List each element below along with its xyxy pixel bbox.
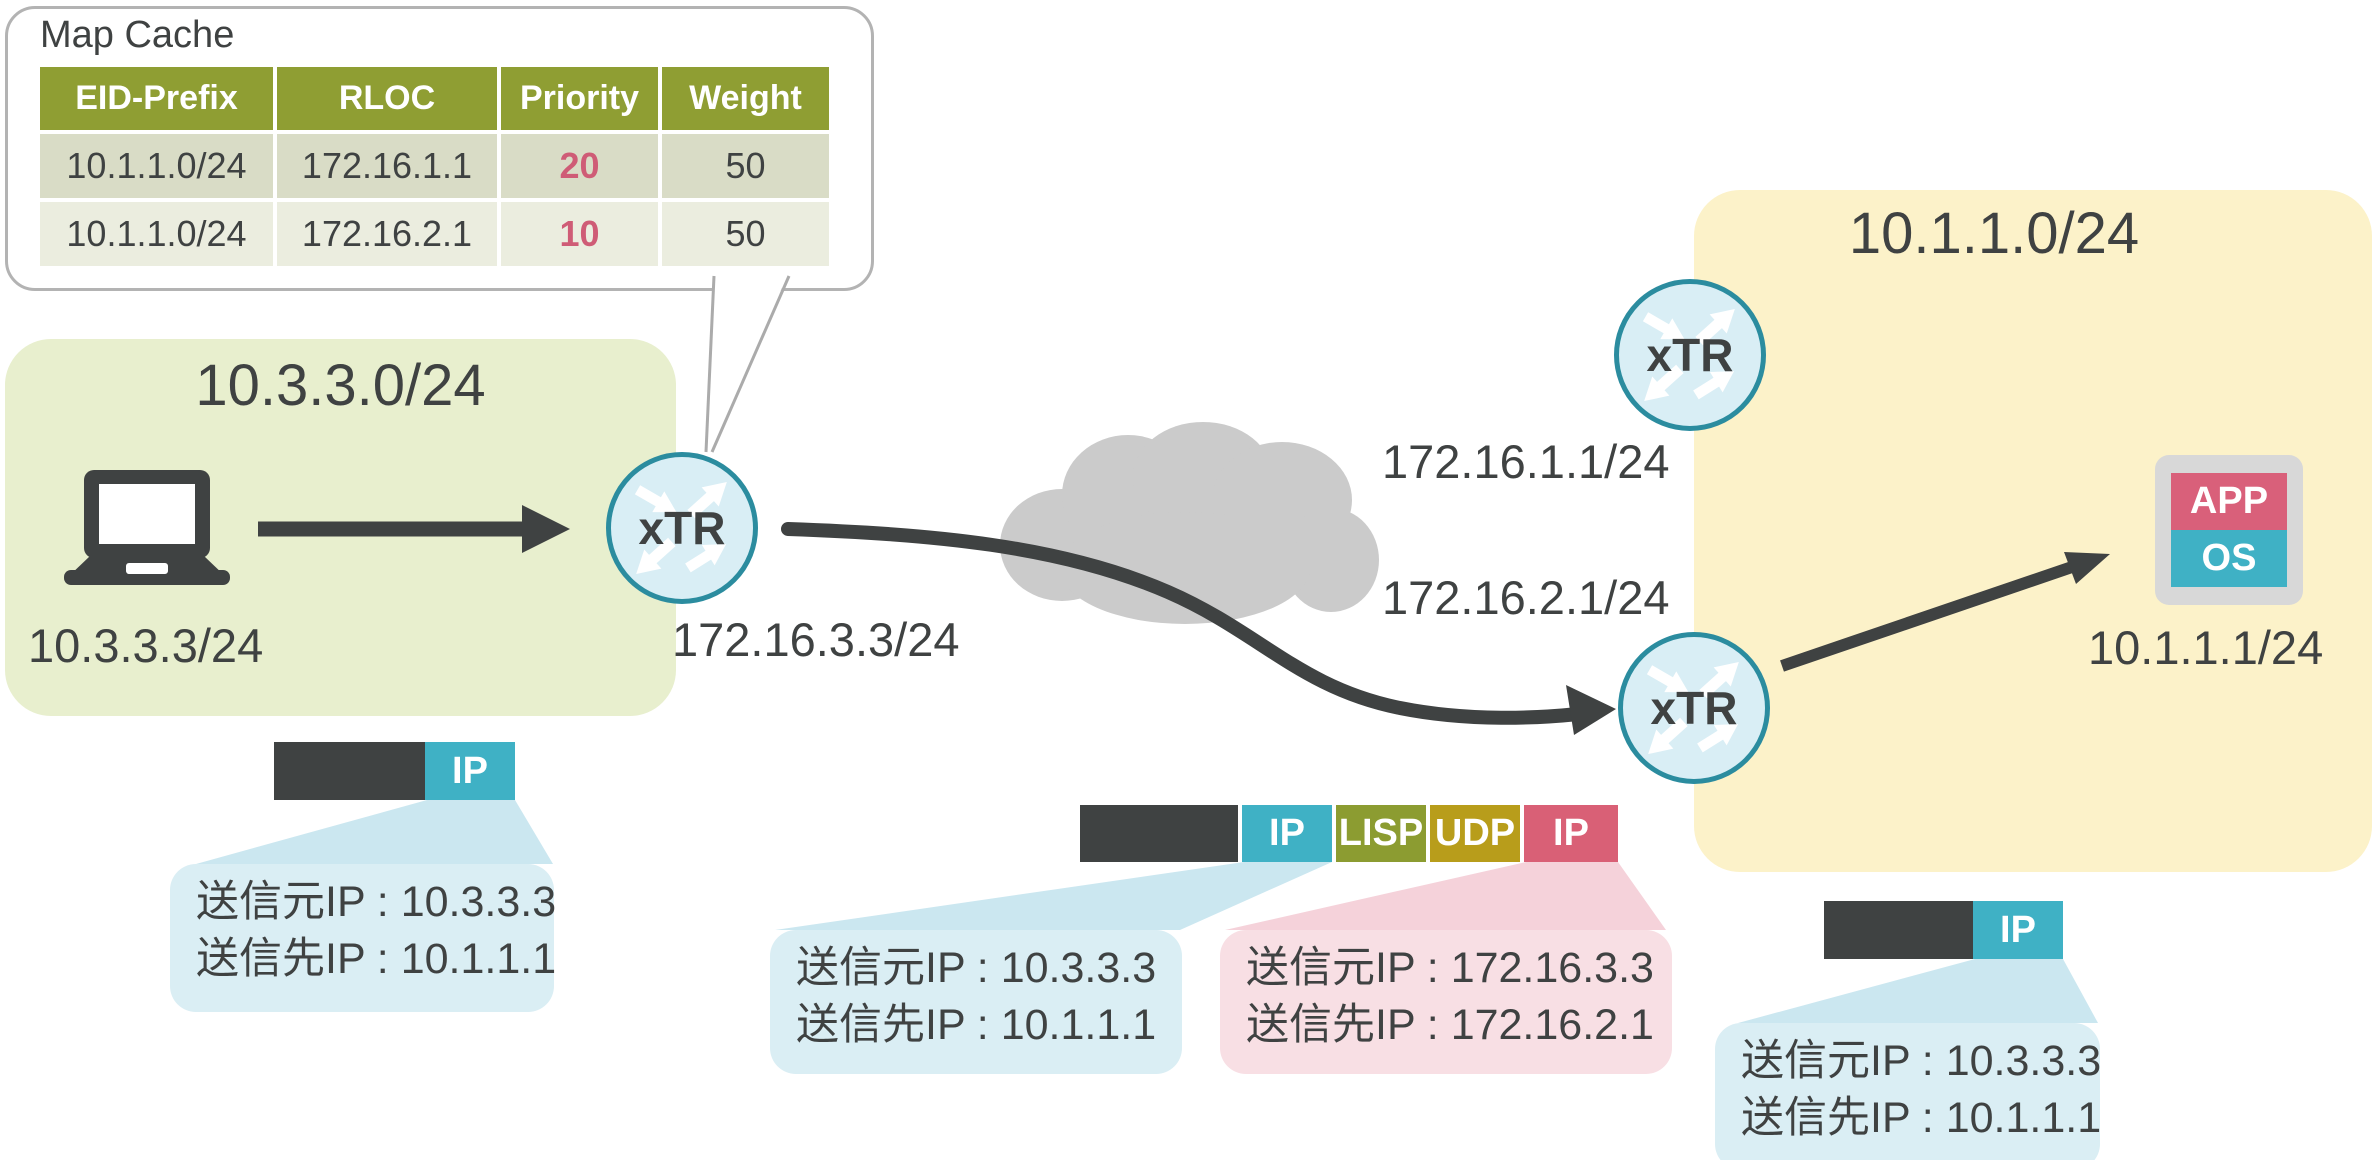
server-os-band: OS <box>2171 530 2287 587</box>
cell-weight: 50 <box>662 134 829 198</box>
header-rloc: RLOC <box>277 67 497 130</box>
router-label: xTR <box>1650 682 1738 734</box>
site-left-title: 10.3.3.0/24 <box>195 353 486 418</box>
callout-funnel-middle-inner <box>775 862 1332 930</box>
host-to-xtr-arrow <box>258 505 570 553</box>
src-ip-line: 送信元IP : 10.3.3.3 <box>796 944 1157 992</box>
bottom-right-xtr-router: xTR <box>1618 632 1770 784</box>
src-ip-line: 送信元IP : 10.3.3.3 <box>1741 1037 2102 1085</box>
dst-ip-line: 送信先IP : 10.1.1.1 <box>1741 1094 2102 1142</box>
server-ip-label: 10.1.1.1/24 <box>2088 621 2324 674</box>
table-row: 10.1.1.0/24 172.16.2.1 10 50 <box>40 202 831 266</box>
cell-priority: 10 <box>501 202 658 266</box>
cloud-icon <box>1000 422 1379 624</box>
lisp-header-segment: LISP <box>1336 805 1426 862</box>
top-right-xtr-router: xTR <box>1614 279 1766 431</box>
table-header-row: EID-Prefix RLOC Priority Weight <box>40 67 831 130</box>
payload-segment <box>1824 901 1973 959</box>
map-cache-title: Map Cache <box>40 14 235 56</box>
callout-funnel-right <box>1738 959 2098 1023</box>
inner-ip-header-segment: IP <box>1242 805 1332 862</box>
header-weight: Weight <box>662 67 829 130</box>
ip-header-segment: IP <box>425 742 515 800</box>
outer-ip-header-segment: IP <box>1524 805 1618 862</box>
udp-header-segment: UDP <box>1430 805 1520 862</box>
laptop-icon <box>64 470 230 585</box>
host-ip-label: 10.3.3.3/24 <box>28 619 264 672</box>
callout-funnel-left <box>196 800 553 864</box>
server-icon: APP OS <box>2155 455 2303 605</box>
cell-rloc: 172.16.2.1 <box>277 202 497 266</box>
payload-segment <box>1080 805 1238 862</box>
left-xtr-router: xTR <box>606 452 758 604</box>
ip-callout-right: 送信元IP : 10.3.3.3 送信先IP : 10.1.1.1 <box>1715 1023 2102 1160</box>
ip-header-segment: IP <box>1973 901 2063 959</box>
header-eid-prefix: EID-Prefix <box>40 67 273 130</box>
ip-callout-middle-inner: 送信元IP : 10.3.3.3 送信先IP : 10.1.1.1 <box>770 930 1182 1074</box>
cell-priority: 20 <box>501 134 658 198</box>
left-xtr-rloc-label: 172.16.3.3/24 <box>672 613 960 666</box>
dst-ip-line: 送信先IP : 172.16.2.1 <box>1246 1001 1654 1049</box>
router-label: xTR <box>638 502 726 554</box>
map-cache-table: EID-Prefix RLOC Priority Weight 10.1.1.0… <box>40 67 831 270</box>
site-right-title: 10.1.1.0/24 <box>1848 201 2140 266</box>
packet-bar-inner-left: IP <box>274 742 515 800</box>
router-label: xTR <box>1646 329 1734 381</box>
xtr-to-server-arrow <box>1780 552 2110 672</box>
packet-bar-inner-right: IP <box>1824 901 2063 959</box>
ip-callout-left: 送信元IP : 10.3.3.3 送信先IP : 10.1.1.1 <box>170 864 557 1012</box>
callout-funnel-middle-outer <box>1225 862 1666 930</box>
server-app-band: APP <box>2171 473 2287 530</box>
bottom-xtr-rloc-label: 172.16.2.1/24 <box>1382 571 1670 624</box>
top-xtr-rloc-label: 172.16.1.1/24 <box>1382 435 1670 488</box>
src-ip-line: 送信元IP : 10.3.3.3 <box>196 878 557 926</box>
cell-rloc: 172.16.1.1 <box>277 134 497 198</box>
cell-eid: 10.1.1.0/24 <box>40 202 273 266</box>
packet-bar-encapsulated: IP LISP UDP IP <box>1080 805 1618 862</box>
dst-ip-line: 送信先IP : 10.1.1.1 <box>796 1001 1157 1049</box>
wan-path-arrow <box>781 522 1616 735</box>
dst-ip-line: 送信先IP : 10.1.1.1 <box>196 935 557 983</box>
src-ip-line: 送信元IP : 172.16.3.3 <box>1246 944 1654 992</box>
payload-segment <box>274 742 425 800</box>
cell-eid: 10.1.1.0/24 <box>40 134 273 198</box>
header-priority: Priority <box>501 67 658 130</box>
ip-callout-middle-outer: 送信元IP : 172.16.3.3 送信先IP : 172.16.2.1 <box>1220 930 1672 1074</box>
cell-weight: 50 <box>662 202 829 266</box>
table-row: 10.1.1.0/24 172.16.1.1 20 50 <box>40 134 831 198</box>
